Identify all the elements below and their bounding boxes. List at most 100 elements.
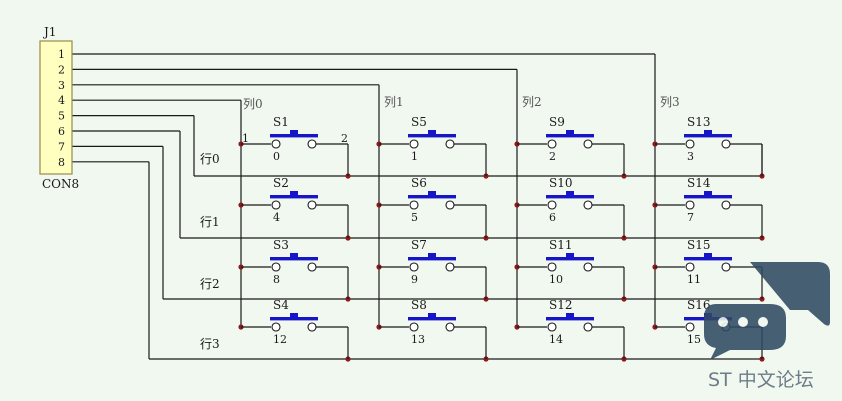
switch-S5: S51 bbox=[379, 115, 487, 176]
switch-label: S4 bbox=[273, 298, 289, 312]
key-number: 12 bbox=[273, 333, 287, 346]
switch-contact bbox=[547, 322, 557, 332]
switch-contact bbox=[409, 322, 419, 332]
switch-button bbox=[290, 191, 298, 196]
switch-button bbox=[704, 253, 712, 258]
switch-contact bbox=[685, 139, 695, 149]
switch-contact bbox=[721, 200, 731, 210]
switch-contact bbox=[685, 262, 695, 272]
switch-contact bbox=[409, 139, 419, 149]
chat-dot-icon bbox=[738, 317, 748, 327]
column-label-2: 列2 bbox=[522, 95, 542, 109]
switch-contact bbox=[445, 262, 455, 272]
key-number: 13 bbox=[411, 333, 425, 346]
switch-S9: S92 bbox=[517, 115, 625, 176]
switch-button bbox=[290, 253, 298, 258]
switch-actuator bbox=[546, 134, 594, 138]
switch-actuator bbox=[408, 317, 456, 321]
key-number: 5 bbox=[411, 211, 418, 224]
connector-pin-8-label: 8 bbox=[58, 156, 65, 169]
switch-label: S15 bbox=[687, 238, 711, 252]
switch-contact bbox=[271, 200, 281, 210]
switch-button bbox=[566, 313, 574, 318]
key-number: 2 bbox=[549, 150, 556, 163]
key-number: 14 bbox=[549, 333, 563, 346]
switch-contact bbox=[307, 139, 317, 149]
column-label-3: 列3 bbox=[660, 95, 680, 109]
switch-pin-2-label: 2 bbox=[341, 132, 348, 145]
row-label-2: 行2 bbox=[200, 277, 220, 291]
connector-pin-2-label: 2 bbox=[58, 63, 65, 76]
key-number: 15 bbox=[687, 333, 701, 346]
switch-contact bbox=[445, 200, 455, 210]
switch-actuator bbox=[546, 317, 594, 321]
switch-actuator bbox=[684, 195, 732, 199]
connector-pin-3-label: 3 bbox=[58, 79, 65, 92]
connector-pin-7-label: 7 bbox=[58, 140, 65, 153]
switch-contact bbox=[547, 139, 557, 149]
switch-label: S2 bbox=[273, 176, 289, 190]
switch-label: S1 bbox=[273, 115, 289, 129]
switch-actuator bbox=[408, 257, 456, 261]
switch-button bbox=[428, 313, 436, 318]
switch-contact bbox=[685, 322, 695, 332]
switch-label: S3 bbox=[273, 238, 289, 252]
switch-button bbox=[428, 253, 436, 258]
switch-contact bbox=[547, 200, 557, 210]
connector-pin-6-label: 6 bbox=[58, 125, 65, 138]
switch-label: S11 bbox=[549, 238, 573, 252]
switch-contact bbox=[547, 262, 557, 272]
switch-label: S13 bbox=[687, 115, 711, 129]
switch-button bbox=[566, 253, 574, 258]
key-number: 11 bbox=[687, 273, 701, 286]
switch-contact bbox=[307, 262, 317, 272]
connector-body bbox=[39, 40, 73, 175]
switch-actuator bbox=[684, 134, 732, 138]
key-number: 4 bbox=[273, 211, 280, 224]
switch-button bbox=[290, 313, 298, 318]
switch-contact bbox=[721, 262, 731, 272]
key-number: 7 bbox=[687, 211, 694, 224]
watermark-logo: ST 中文论坛 bbox=[704, 262, 830, 391]
switch-S3: S3 8 bbox=[241, 238, 349, 299]
chat-dot-icon bbox=[718, 317, 728, 327]
switch-contact bbox=[445, 139, 455, 149]
switch-S12: S12 14 bbox=[517, 298, 625, 359]
switch-contact bbox=[685, 200, 695, 210]
switch-contact bbox=[271, 322, 281, 332]
switch-button bbox=[290, 130, 298, 135]
switch-button bbox=[566, 191, 574, 196]
key-number: 3 bbox=[687, 150, 694, 163]
key-number: 8 bbox=[273, 273, 280, 286]
switch-S13: S13 3 bbox=[655, 115, 763, 176]
switch-button bbox=[428, 130, 436, 135]
switch-label: S5 bbox=[411, 115, 427, 129]
switch-contact bbox=[307, 322, 317, 332]
switch-contact bbox=[583, 322, 593, 332]
switch-label: S16 bbox=[687, 298, 711, 312]
switch-actuator bbox=[546, 257, 594, 261]
switch-actuator bbox=[270, 257, 318, 261]
switch-actuator bbox=[408, 195, 456, 199]
watermark-text: ST 中文论坛 bbox=[708, 369, 814, 391]
switch-contact bbox=[721, 139, 731, 149]
switch-label: S12 bbox=[549, 298, 573, 312]
row-label-0: 行0 bbox=[200, 152, 220, 166]
switch-contact bbox=[271, 262, 281, 272]
connector-pin-4-label: 4 bbox=[58, 94, 65, 107]
switch-actuator bbox=[408, 134, 456, 138]
row-label-3: 行3 bbox=[200, 337, 220, 351]
switch-contact bbox=[409, 200, 419, 210]
key-number: 9 bbox=[411, 273, 418, 286]
switch-contact bbox=[307, 200, 317, 210]
key-number: 0 bbox=[273, 150, 280, 163]
switch-contact bbox=[271, 139, 281, 149]
key-number: 6 bbox=[549, 211, 556, 224]
chat-bubble-front-icon bbox=[704, 304, 786, 360]
row-label-1: 行1 bbox=[200, 215, 220, 229]
switch-button bbox=[566, 130, 574, 135]
